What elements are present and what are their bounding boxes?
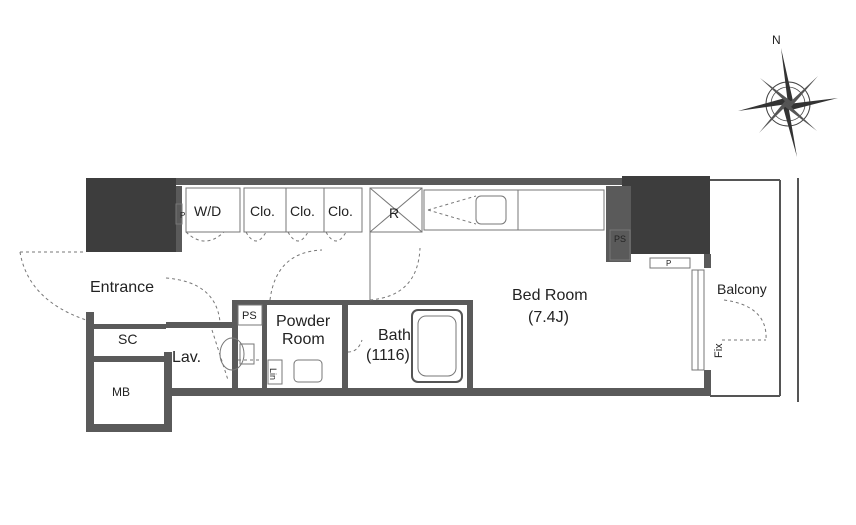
- linen-label: Lin: [268, 368, 278, 380]
- balcony-label: Balcony: [717, 281, 767, 297]
- bath-label-line1: Bath: [378, 327, 411, 344]
- fix-label: Fix: [713, 343, 725, 358]
- ps-mid-label: PS: [242, 310, 257, 322]
- shoe-closet-label: SC: [118, 331, 137, 347]
- lavatory-label: Lav.: [172, 349, 201, 366]
- storage-row: [185, 187, 605, 242]
- p-right-label: P: [666, 259, 671, 268]
- compass-icon: N: [738, 33, 838, 157]
- closet-2-label: Clo.: [290, 203, 315, 219]
- ps-top-right-label: PS: [614, 234, 626, 244]
- powder-room-label-line2: Room: [282, 331, 325, 348]
- refrigerator-label: R: [389, 205, 399, 221]
- entrance-label: Entrance: [90, 279, 154, 296]
- fixtures: [175, 203, 691, 385]
- closet-1-label: Clo.: [250, 203, 275, 219]
- north-label: N: [772, 33, 781, 47]
- closet-3-label: Clo.: [328, 203, 353, 219]
- bed-room-label-line1: Bed Room: [512, 287, 588, 304]
- walls: [86, 176, 711, 432]
- room-labels: W/D Clo. Clo. Clo. R P PS P Entrance SC …: [90, 203, 767, 399]
- meter-box-label: MB: [112, 385, 130, 399]
- p-top-left-label: P: [180, 211, 185, 220]
- bed-room-label-line2: (7.4J): [528, 309, 569, 326]
- balcony: [691, 178, 799, 402]
- wd-label: W/D: [194, 203, 221, 219]
- powder-room-label-line1: Powder: [276, 313, 331, 330]
- bath-label-line2: (1116): [366, 347, 410, 364]
